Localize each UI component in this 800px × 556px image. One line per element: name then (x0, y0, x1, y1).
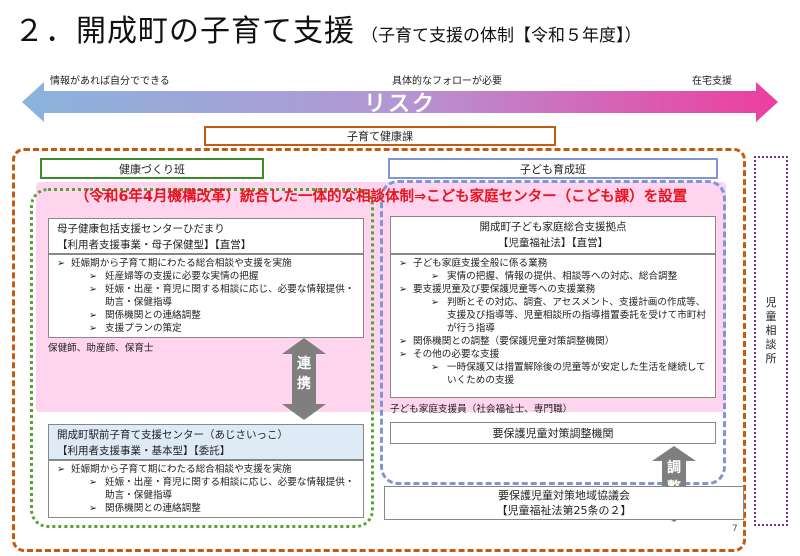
list-item-text: 実情の把握、情報の提供、相談等への対応、総合調整 (447, 271, 678, 282)
bullet-arrow-icon: ➢ (89, 323, 98, 334)
list-item-text: 妊娠・出産・育児に関する相談に応じ、必要な情報提供・助言・保健指導 (105, 284, 355, 308)
list-item-text: 一時保護又は措置解除後の児童等が安定した生活を継続していくための支援 (447, 362, 706, 386)
bullet-arrow-icon: ➢ (399, 336, 408, 347)
yohogo-chosei-box: 要保護児童対策調整機関 (390, 422, 716, 444)
list-item: ➢ 妊産婦等の支援に必要な実情の把握 (57, 270, 355, 283)
kodomo-title-line1: 開成町子ども家庭総合支援拠点 (479, 221, 627, 233)
bullet-arrow-icon: ➢ (399, 349, 408, 360)
list-item: ➢ 妊娠期から子育て期にわたる総合相談や支援を実施 (57, 463, 355, 476)
list-item-text: その他の必要な支援 (413, 349, 500, 360)
kenko-group-frame (30, 188, 374, 528)
department-label: 子育て健康課 (347, 130, 413, 143)
list-item: ➢ 妊娠・出産・育児に関する相談に応じ、必要な情報提供・助言・保健指導 (57, 476, 355, 502)
kyogikai-box: 要保護児童対策地域協議会 【児童福祉法第25条の２】 (384, 486, 744, 520)
renkei-char2: 携 (297, 376, 311, 392)
list-item-text: 関係機関との連絡調整 (105, 310, 201, 321)
unit-kodomo-label: 子ども育成班 (388, 158, 718, 179)
renkei-arrow (282, 338, 326, 420)
list-item: ➢ 関係機関との連絡調整 (57, 502, 355, 515)
bullet-arrow-icon: ➢ (57, 258, 66, 269)
list-item: ➢ 一時保護又は措置解除後の児童等が安定した生活を継続していくための支援 (399, 361, 707, 387)
page-title: ２．開成町の子育て支援 （子育て支援の体制【令和５年度】） (14, 6, 642, 50)
kodomo-title-box: 開成町子ども家庭総合支援拠点 【児童福祉法】【直営】 (390, 216, 716, 254)
reform-banner: （令和6年4月機構改革）統合した一体的な相談体制⇒こども家庭センター（こども課）… (74, 189, 688, 205)
kodomo-staff: 子ども家庭支援員（社会福祉士、専門職） (390, 404, 573, 415)
list-item: ➢ 関係機関との連絡調整 (57, 309, 355, 322)
list-item-text: 子ども家庭支援全般に係る業務 (413, 258, 548, 269)
list-item-text: 関係機関との調整（要保護児童対策調整機関） (413, 336, 615, 347)
unit-kodomo-text: 子ども育成班 (520, 162, 586, 176)
list-item: ➢ 要支援児童及び要保護児童等への支援業務 (399, 283, 707, 296)
kodomo-title-line2: 【児童福祉法】【直営】 (497, 237, 609, 249)
yohogo-chosei-label: 要保護児童対策調整機関 (492, 427, 614, 440)
title-sub: （子育て支援の体制【令和５年度】） (361, 26, 642, 46)
list-item-text: 妊娠期から子育て期にわたる総合相談や支援を実施 (71, 258, 292, 269)
hidamari-title-line2: 【利用者支援事業・母子保健型】【直営】 (57, 239, 252, 251)
jidou-soudan-label: 児童相談所 (764, 296, 778, 366)
ajisaikko-title-line2: 【利用者支援事業・基本型】【委託】 (57, 445, 231, 457)
list-item-text: 関係機関との連絡調整 (105, 503, 201, 514)
unit-kenko-text: 健康づくり班 (119, 162, 185, 176)
risk-center-label: 具体的なフォローが必要 (392, 76, 502, 87)
renkei-char1: 連 (297, 356, 311, 372)
unit-kenko-label: 健康づくり班 (40, 158, 264, 179)
list-item: ➢ 妊娠期から子育て期にわたる総合相談や支援を実施 (57, 257, 355, 270)
ajisaikko-title-box: 開成町駅前子育て支援センター（あじさいっこ） 【利用者支援事業・基本型】【委託】 (48, 424, 364, 460)
jidou-soudan-frame (754, 156, 788, 526)
kyogikai-line2: 【児童福祉法第25条の２】 (496, 504, 632, 517)
bullet-arrow-icon: ➢ (89, 271, 98, 282)
kodomo-services: ➢ 子ども家庭支援全般に係る業務 ➢ 実情の把握、情報の提供、相談等への対応、総合調整… (390, 254, 716, 398)
hidamari-staff: 保健師、助産師、保育士 (48, 343, 154, 354)
bullet-arrow-icon: ➢ (89, 503, 98, 514)
department-box: 子育て健康課 (204, 126, 556, 146)
page-number: 7 (732, 524, 738, 534)
bullet-arrow-icon: ➢ (89, 310, 98, 321)
title-main: ２．開成町の子育て支援 (14, 14, 355, 49)
chosei-char1: 調 (667, 460, 681, 476)
bullet-arrow-icon: ➢ (89, 284, 98, 295)
bullet-arrow-icon: ➢ (431, 362, 440, 373)
bullet-arrow-icon: ➢ (431, 297, 440, 308)
hidamari-title-line1: 母子健康包括支援センターひだまり (57, 223, 225, 235)
list-item: ➢ 支援プランの策定 (57, 322, 355, 335)
bullet-arrow-icon: ➢ (399, 258, 408, 269)
list-item: ➢ 判断とその対応、調査、アセスメント、支援計画の作成等、支援及び指導等、児童相談… (399, 296, 707, 335)
hidamari-title-box: 母子健康包括支援センターひだまり 【利用者支援事業・母子保健型】【直営】 (48, 218, 364, 254)
department-frame (12, 148, 746, 552)
list-item-text: 妊娠期から子育て期にわたる総合相談や支援を実施 (71, 464, 292, 475)
jidou-soudan-text: 児童相談所 (765, 296, 777, 365)
list-item-text: 支援プランの策定 (105, 323, 182, 334)
kyogikai-line1: 要保護児童対策地域協議会 (498, 489, 630, 502)
risk-left-label: 情報があれば自分でできる (50, 76, 170, 87)
renkei-label: 連 携 (296, 354, 312, 394)
list-item: ➢ 子ども家庭支援全般に係る業務 (399, 257, 707, 270)
ajisaikko-services: ➢ 妊娠期から子育て期にわたる総合相談や支援を実施 ➢ 妊娠・出産・育児に関する相談に… (48, 460, 364, 518)
ajisaikko-title-line1: 開成町駅前子育て支援センター（あじさいっこ） (57, 429, 288, 441)
list-item-text: 要支援児童及び要保護児童等への支援業務 (413, 284, 596, 295)
list-item: ➢ 実情の把握、情報の提供、相談等への対応、総合調整 (399, 270, 707, 283)
kodomo-group-frame (380, 180, 726, 485)
bullet-arrow-icon: ➢ (399, 284, 408, 295)
bullet-arrow-icon: ➢ (57, 464, 66, 475)
risk-double-arrow (22, 82, 778, 122)
list-item-text: 妊産婦等の支援に必要な実情の把握 (105, 271, 259, 282)
list-item-text: 判断とその対応、調査、アセスメント、支援計画の作成等、支援及び指導等、児童相談所… (447, 297, 707, 334)
risk-right-label: 在宅支援 (692, 76, 732, 87)
bullet-arrow-icon: ➢ (431, 271, 440, 282)
list-item: ➢ 妊娠・出産・育児に関する相談に応じ、必要な情報提供・助言・保健指導 (57, 283, 355, 309)
bullet-arrow-icon: ➢ (89, 477, 98, 488)
list-item: ➢ その他の必要な支援 (399, 348, 707, 361)
list-item: ➢ 関係機関との調整（要保護児童対策調整機関） (399, 335, 707, 348)
list-item-text: 妊娠・出産・育児に関する相談に応じ、必要な情報提供・助言・保健指導 (105, 477, 355, 501)
hidamari-services: ➢ 妊娠期から子育て期にわたる総合相談や支援を実施 ➢ 妊産婦等の支援に必要な実情の把… (48, 254, 364, 338)
risk-title: リスク (363, 92, 436, 117)
